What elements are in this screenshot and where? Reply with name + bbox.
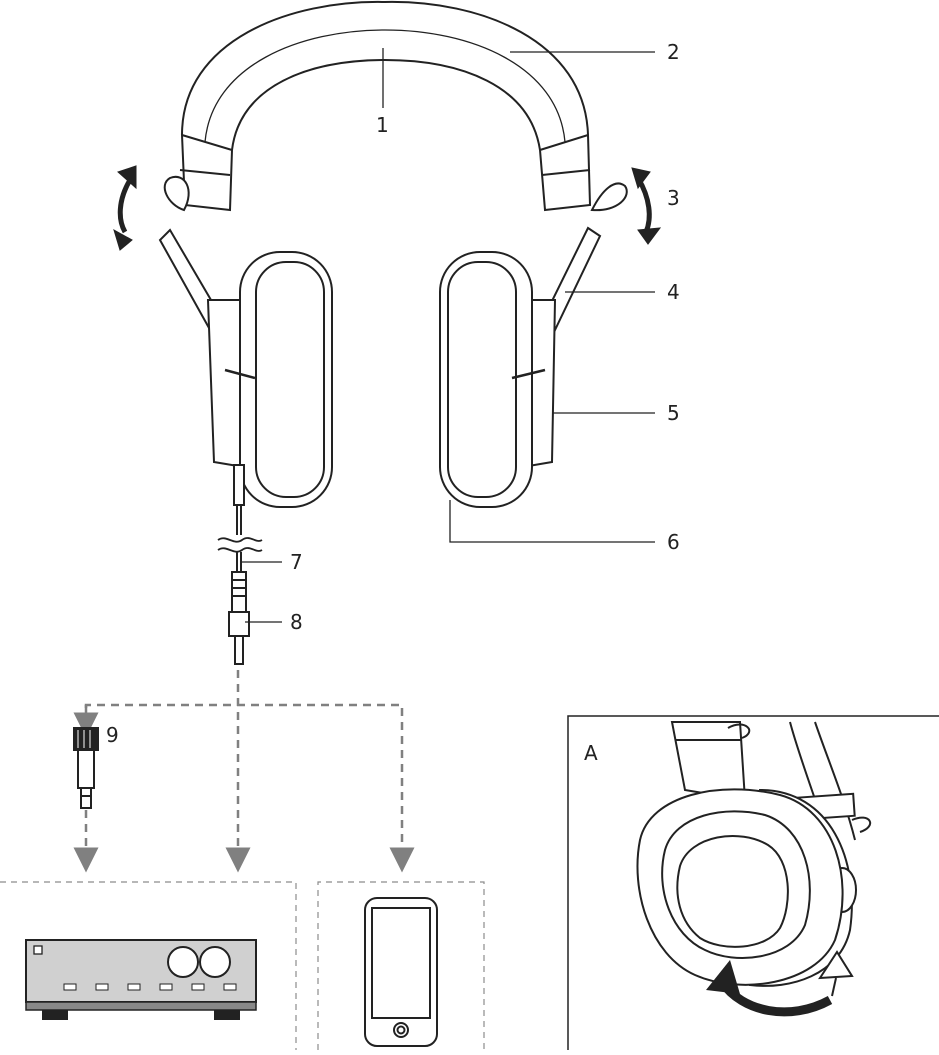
adapter-plug-icon	[73, 727, 99, 809]
connection-paths	[73, 670, 415, 873]
callout-9: 9	[106, 723, 119, 747]
right-earcup	[439, 251, 557, 508]
callout-2: 2	[667, 40, 680, 64]
left-earcup	[206, 251, 333, 508]
swivel-arrow-dark-icon	[706, 960, 833, 1017]
amplifier-icon	[25, 939, 257, 1020]
mini-plug	[228, 571, 250, 665]
inset-label: A	[584, 741, 598, 765]
smartphone-icon	[364, 897, 438, 1047]
cable	[217, 464, 263, 572]
callout-leaders	[242, 48, 655, 623]
callout-5: 5	[667, 401, 680, 425]
left-rotation-arrow-icon	[113, 165, 137, 251]
callout-7: 7	[290, 550, 303, 574]
callout-4: 4	[667, 280, 680, 304]
headband	[181, 0, 589, 151]
inset-headphone	[636, 721, 872, 987]
callout-6: 6	[667, 530, 680, 554]
device-boxes	[0, 881, 485, 1050]
right-rotation-arrow-icon	[631, 167, 662, 245]
callout-8: 8	[290, 610, 303, 634]
inset-a: A	[567, 715, 939, 1050]
swivel-arrow-outline-icon	[818, 950, 854, 997]
callout-3: 3	[667, 186, 680, 210]
callout-1: 1	[376, 113, 389, 137]
